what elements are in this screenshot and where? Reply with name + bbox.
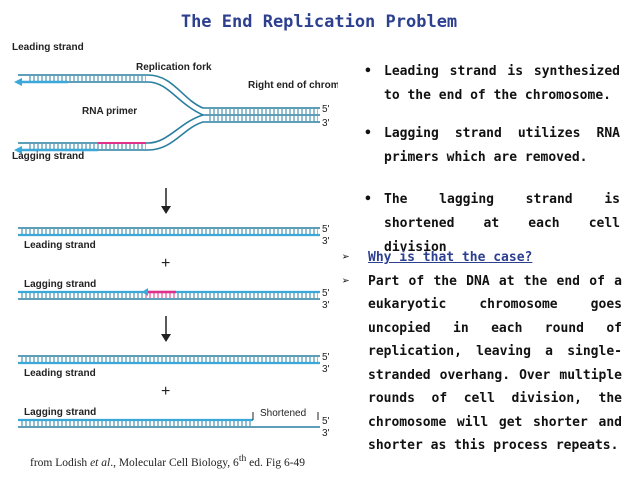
five-prime-label: 5'	[322, 352, 330, 363]
three-prime-label: 3'	[322, 118, 330, 129]
down-arrow-icon	[161, 316, 171, 342]
plus-icon: +	[161, 383, 170, 400]
final-lagging-strand	[18, 412, 320, 428]
bullet-item: Leading strand is synthesized to the end…	[358, 60, 620, 108]
lagging-arrowhead-icon	[142, 288, 148, 296]
down-arrow-icon	[161, 188, 171, 214]
slide-title: The End Replication Problem	[180, 12, 458, 32]
rna-primer-label: RNA primer	[82, 106, 137, 117]
leading-strand-product	[18, 227, 320, 237]
five-prime-label: 5'	[322, 416, 330, 427]
leading-strand-label: Leading strand	[24, 368, 96, 379]
lagging-strand-label: Lagging strand	[24, 279, 96, 290]
replication-diagram: Leading strand Replication fork Right en…	[12, 42, 338, 439]
shortened-label: Shortened	[260, 408, 306, 419]
three-prime-label: 3'	[322, 236, 330, 247]
lagging-strand-label: Lagging strand	[12, 151, 84, 162]
leading-arrowhead-icon	[14, 78, 22, 86]
five-prime-label: 5'	[322, 288, 330, 299]
right-end-label: Right end of chromosome	[248, 80, 338, 91]
bullet-item: Lagging strand utilizes RNA primers whic…	[358, 122, 620, 170]
five-prime-label: 5'	[322, 104, 330, 115]
lagging-arrowhead-icon	[14, 146, 22, 154]
three-prime-label: 3'	[322, 364, 330, 375]
fork-stage	[14, 74, 320, 154]
three-prime-label: 3'	[322, 300, 330, 311]
three-prime-label: 3'	[322, 428, 330, 439]
leading-strand-label: Leading strand	[24, 240, 96, 251]
arrow-point-question: Why is that the case?	[340, 246, 622, 270]
replication-fork-label: Replication fork	[136, 62, 212, 73]
lagging-strand-product	[18, 288, 320, 300]
final-leading-strand	[18, 355, 320, 365]
plus-icon: +	[161, 255, 170, 272]
lagging-strand-label: Lagging strand	[24, 407, 96, 418]
bullet-list: Leading strand is synthesized to the end…	[358, 60, 620, 260]
figure-caption: from Lodish et al., Molecular Cell Biolo…	[30, 453, 306, 469]
five-prime-label: 5'	[322, 224, 330, 235]
arrow-points: Why is that the case? Part of the DNA at…	[340, 246, 622, 458]
arrow-point-answer: Part of the DNA at the end of a eukaryot…	[340, 270, 622, 458]
leading-strand-label: Leading strand	[12, 42, 84, 53]
